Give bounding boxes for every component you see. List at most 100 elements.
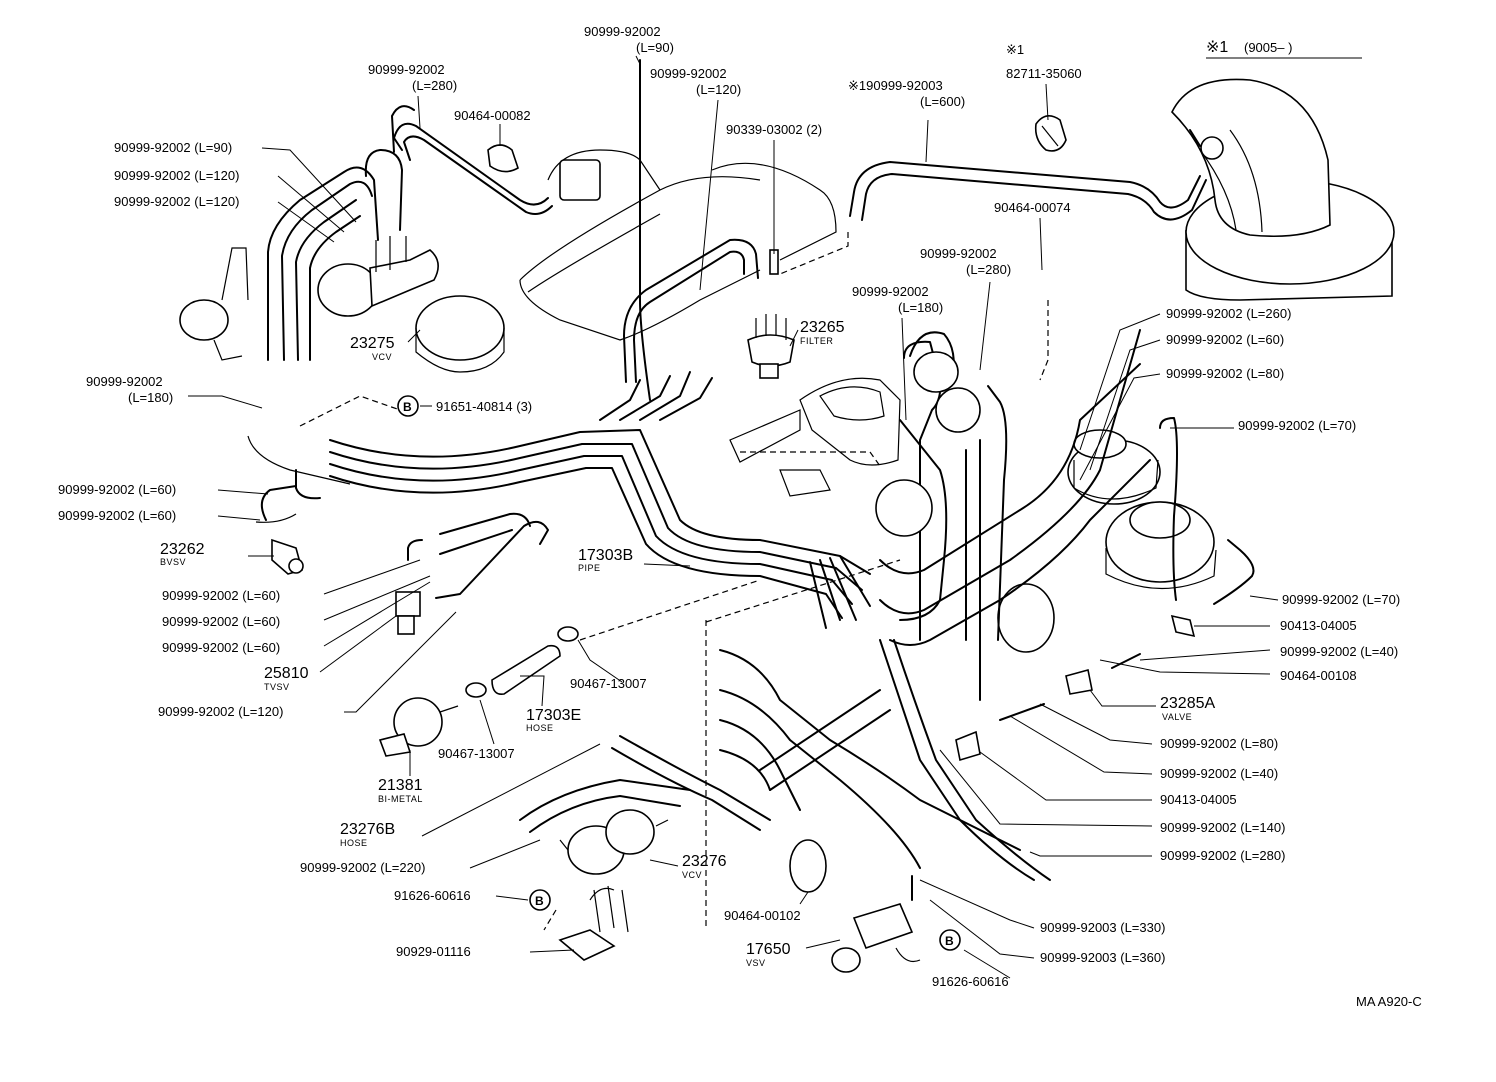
leader-lines — [188, 55, 1279, 979]
hose-runs-right-drawing — [875, 329, 1151, 701]
callout-label: 90999-92002 — [584, 24, 661, 39]
callout-qualifier: FILTER — [800, 336, 833, 346]
callout-qualifier: BI-METAL — [378, 794, 423, 804]
callout-label: 90464-00108 — [1280, 668, 1357, 683]
callout-label: 90339-03002 (2) — [726, 122, 822, 137]
callout-qualifier: VCV — [372, 352, 392, 362]
circle-b-mark — [529, 889, 551, 911]
callout-label: 90464-00082 — [454, 108, 531, 123]
callout-label: 90464-00102 — [724, 908, 801, 923]
callout-label: 23276 — [682, 853, 727, 870]
callout-label: ※1 — [1006, 42, 1024, 57]
circle-b-letter: B — [403, 400, 412, 414]
hose-bundle-left-drawing — [267, 105, 415, 361]
hose-90-vertical-drawing — [639, 59, 651, 401]
callout-label: 17650 — [746, 941, 791, 958]
bvsv-23262-drawing — [247, 435, 351, 575]
tvsv-25810-drawing — [395, 512, 549, 635]
vcv-23276-drawing — [559, 809, 669, 875]
callout-label: 90999-92002 — [368, 62, 445, 77]
throttle-body-drawing — [415, 149, 837, 373]
callout-label: 23275 — [350, 335, 395, 352]
bracket-90929-drawing — [558, 885, 629, 961]
callout-label: 23285A — [1160, 695, 1215, 712]
callout-label: 90999-92002 (L=140) — [1160, 820, 1285, 835]
callout-label: 90999-92002 (L=60) — [162, 640, 280, 655]
dashed-outlines-drawing — [299, 232, 1049, 931]
callout-label: 90999-92002 (L=60) — [58, 508, 176, 523]
clip-00102-drawing — [789, 839, 827, 893]
callout-label: 90464-00074 — [994, 200, 1071, 215]
callout-label: 21381 — [378, 777, 423, 794]
callout-labels: ※1 (9005– ) 90999-92002 (L=90) 90999-920… — [58, 24, 1422, 1009]
circle-b-letter: B — [535, 894, 544, 908]
lower-hoses-drawing — [519, 639, 1051, 881]
callout-label: 23276B — [340, 821, 395, 838]
callout-label: 90999-92002 (L=60) — [1166, 332, 1284, 347]
canister-middle-drawing — [729, 377, 901, 497]
clip-82711-drawing — [1034, 115, 1067, 152]
callout-qualifier: (L=90) — [636, 40, 674, 55]
callout-label: 90999-92002 — [650, 66, 727, 81]
callout-qualifier: (L=120) — [696, 82, 741, 97]
clip-00082-drawing — [487, 144, 519, 173]
callout-qualifier: (L=600) — [920, 94, 965, 109]
callout-qualifier: (L=180) — [128, 390, 173, 405]
callout-label: 90999-92002 (L=60) — [162, 588, 280, 603]
callout-qualifier: VCV — [682, 870, 702, 880]
filter-23265-drawing — [747, 249, 795, 379]
callout-label: 90999-92002 — [852, 284, 929, 299]
callout-label: 91626-60616 — [932, 974, 1009, 989]
callout-label: 90467-13007 — [570, 676, 647, 691]
hose-17303e-drawing — [465, 626, 579, 698]
callout-label: 90999-92002 (L=120) — [114, 168, 239, 183]
callout-label: 91651-40814 (3) — [436, 399, 532, 414]
callout-label: ※190999-92003 — [848, 78, 943, 93]
header-note-mark: ※1 — [1206, 39, 1228, 56]
callout-label: 90999-92002 (L=90) — [114, 140, 232, 155]
circle-b-mark — [939, 929, 961, 951]
callout-label: 90999-92002 (L=260) — [1166, 306, 1291, 321]
callout-label: 90999-92003 (L=330) — [1040, 920, 1165, 935]
callout-label: 23262 — [160, 541, 205, 558]
callout-label: 90999-92002 (L=60) — [162, 614, 280, 629]
egr-modulator-drawing — [179, 247, 249, 361]
callout-label: 90999-92002 (L=80) — [1160, 736, 1278, 751]
callout-label: 90999-92002 (L=220) — [300, 860, 425, 875]
callout-qualifier: TVSV — [264, 682, 290, 692]
hose-600-drawing — [849, 161, 1201, 217]
callout-label: 90929-01116 — [396, 944, 471, 959]
callout-label: 90467-13007 — [438, 746, 515, 761]
callout-label: 90413-04005 — [1160, 792, 1237, 807]
callout-label: 82711-35060 — [1006, 66, 1082, 81]
callout-label: 90413-04005 — [1280, 618, 1357, 633]
callout-label: 90999-92002 (L=40) — [1160, 766, 1278, 781]
callout-qualifier: HOSE — [526, 723, 554, 733]
callout-qualifier: VSV — [746, 958, 766, 968]
callout-qualifier: HOSE — [340, 838, 368, 848]
air-cleaner-drawing — [1171, 78, 1395, 301]
footer-code: MA A920-C — [1356, 994, 1422, 1009]
callout-qualifier: BVSV — [160, 557, 186, 567]
callout-label: 90999-92002 — [86, 374, 163, 389]
line-art — [179, 59, 1395, 973]
callout-qualifier: (L=180) — [898, 300, 943, 315]
vsv-17650-drawing — [831, 875, 921, 973]
callout-label: 17303E — [526, 707, 581, 724]
vcv-23275-drawing — [317, 236, 439, 317]
header-note-range: (9005– ) — [1244, 40, 1292, 55]
callout-label: 90999-92002 (L=280) — [1160, 848, 1285, 863]
callout-label: 90999-92002 (L=120) — [114, 194, 239, 209]
callout-label: 90999-92002 (L=40) — [1280, 644, 1398, 659]
bi-metal-21381-drawing — [378, 697, 459, 757]
callout-label: 90999-92002 — [920, 246, 997, 261]
callout-qualifier: VALVE — [1162, 712, 1192, 722]
callout-label: 90999-92002 (L=70) — [1238, 418, 1356, 433]
callout-label: 90999-92002 (L=60) — [58, 482, 176, 497]
callout-qualifier: PIPE — [578, 563, 601, 573]
circle-b-mark — [397, 395, 419, 417]
callout-qualifier: (L=280) — [412, 78, 457, 93]
callout-label: 17303B — [578, 547, 633, 564]
callout-label: 90999-92002 (L=80) — [1166, 366, 1284, 381]
